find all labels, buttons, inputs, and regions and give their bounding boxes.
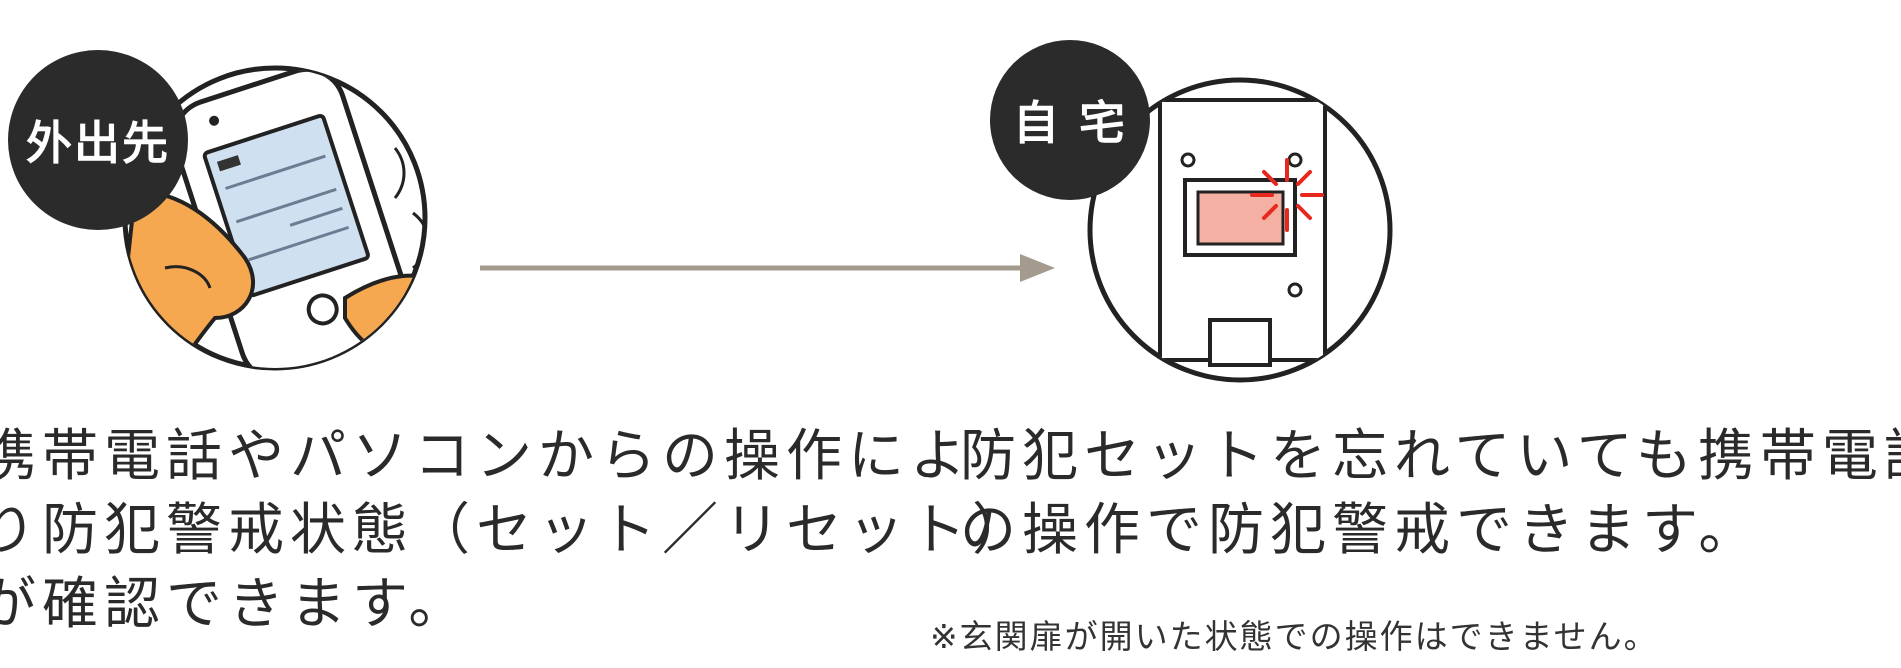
left-desc-line-3: が確認できます。	[0, 572, 471, 637]
badge-outside: 外出先	[8, 50, 188, 230]
flash-icon	[1250, 158, 1324, 232]
home-panel-illustration	[1087, 77, 1393, 383]
badge-home: 自 宅	[990, 40, 1150, 200]
left-description: 携帯電話やパソコンからの操作によ り防犯警戒状態（セット／リセット） が確認でき…	[0, 420, 1034, 642]
right-desc-line-1: 防犯セットを忘れていても携帯電話	[960, 424, 1901, 489]
right-description: 防犯セットを忘れていても携帯電話 の操作で防犯警戒できます。	[960, 420, 1901, 568]
arrow-right-icon	[480, 254, 1055, 282]
right-desc-line-2: の操作で防犯警戒できます。	[960, 498, 1761, 563]
panel-display	[1196, 190, 1285, 246]
phone-illustration	[122, 65, 428, 371]
left-desc-line-1: 携帯電話やパソコンからの操作によ	[0, 424, 972, 489]
left-desc-line-2: り防犯警戒状態（セット／リセット）	[0, 498, 1034, 563]
right-note: ※玄関扉が開いた状態での操作はできません。	[930, 617, 1659, 656]
